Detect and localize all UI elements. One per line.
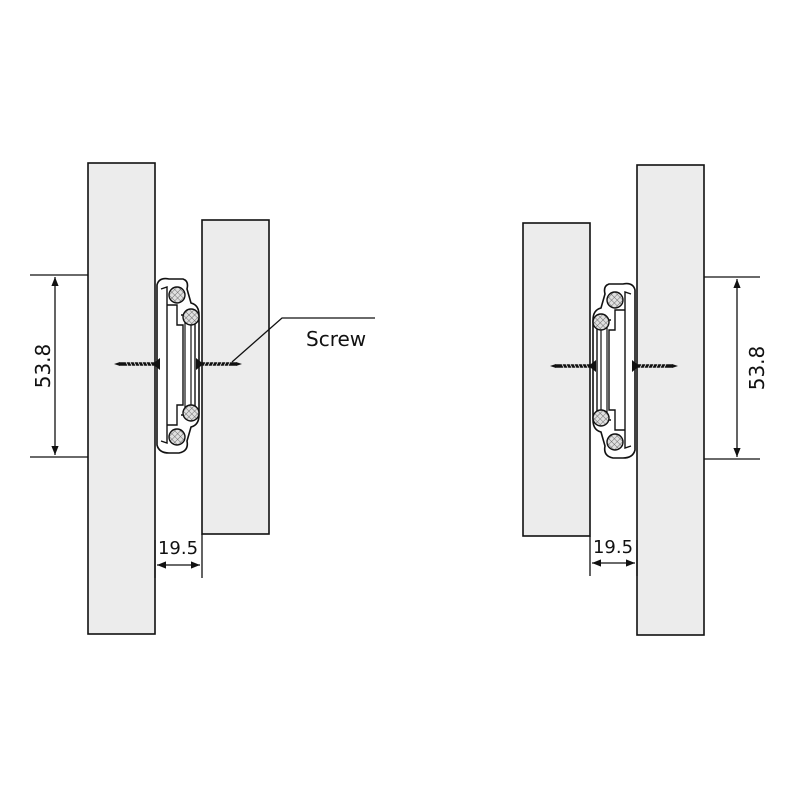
height-dimension-label: 53.8 [745, 346, 769, 391]
drawer-side-panel [522, 222, 591, 537]
screw-callout-leader [231, 317, 375, 363]
drawer-side-panel [201, 219, 270, 535]
ball-bearing-slide-rail [592, 282, 636, 459]
cabinet-side-panel [87, 162, 156, 635]
gap-dimension-label: 19.5 [593, 537, 633, 558]
ball-bearing-slide-rail [156, 277, 200, 454]
gap-dimension-label: 19.5 [158, 538, 198, 559]
screw-callout-label: Screw [306, 327, 366, 351]
height-dimension-label: 53.8 [31, 344, 55, 389]
cabinet-side-panel [636, 164, 705, 636]
left-assembly: 53.8 19.5 Screw [30, 162, 375, 635]
right-assembly: 53.8 19.5 [522, 164, 769, 636]
